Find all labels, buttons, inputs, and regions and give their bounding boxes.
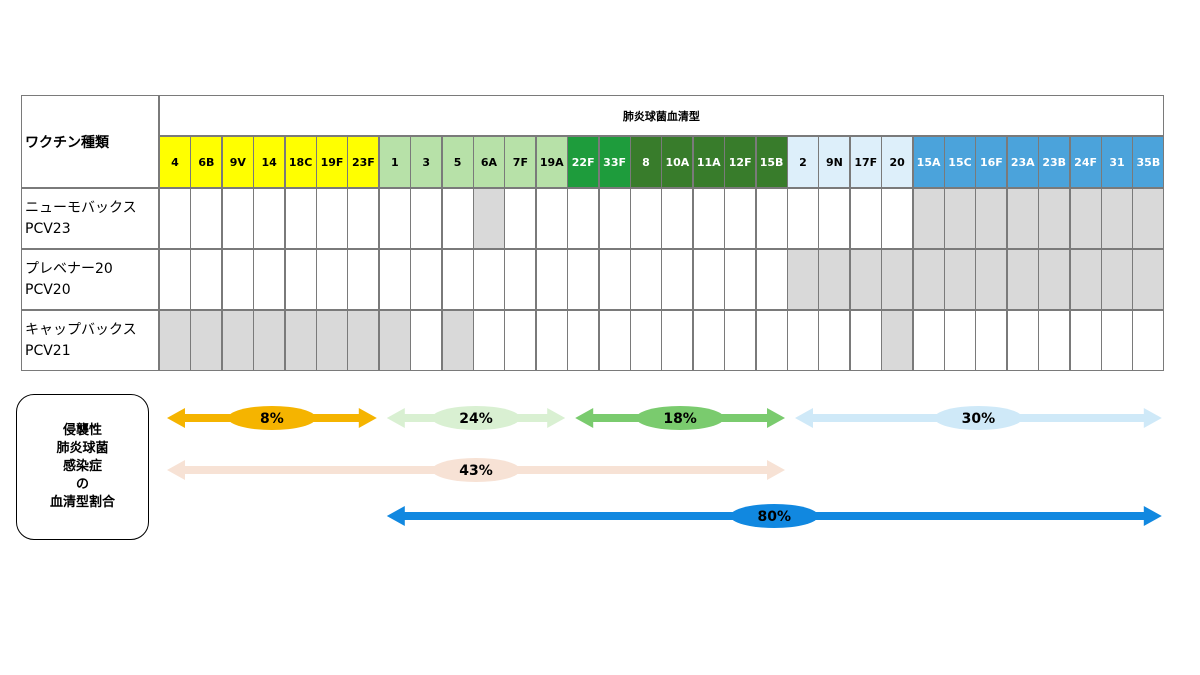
percent-label: 8%: [260, 411, 284, 427]
vaccine-row-label: キャップバックス PCV21: [21, 310, 159, 371]
coverage-arrow: 30%: [795, 406, 1162, 430]
vaccine-code: PCV23: [25, 220, 71, 237]
serotype-header-1: 1: [378, 136, 411, 188]
serotype-header-11a: 11A: [692, 136, 725, 188]
percent-badge: [432, 458, 520, 482]
non-covered-cell: [1038, 249, 1071, 310]
percent-badge: [432, 406, 520, 430]
non-covered-cell: [849, 249, 882, 310]
serotype-header-17f: 17F: [849, 136, 882, 188]
non-covered-cell: [1101, 188, 1133, 249]
legend-line: 侵襲性: [62, 423, 102, 438]
non-covered-cell: [1132, 249, 1165, 310]
serotype-header-3: 3: [410, 136, 443, 188]
serotype-header-19a: 19A: [535, 136, 568, 188]
percent-label: 43%: [459, 463, 493, 479]
percent-label: 30%: [962, 411, 996, 427]
vaccine-name: プレベナー20: [25, 260, 113, 277]
vaccine-code: PCV20: [25, 281, 71, 298]
coverage-cell: [1132, 310, 1165, 371]
non-covered-cell: [881, 310, 914, 371]
legend-line: 肺炎球菌: [56, 441, 109, 456]
percent-badge: [730, 504, 819, 528]
legend-line: 血清型割合: [49, 495, 115, 510]
non-covered-cell: [1069, 188, 1102, 249]
vaccine-row-label: ニューモバックス PCV23: [21, 188, 159, 249]
vaccine-name: キャップバックス: [25, 321, 137, 338]
non-covered-cell: [190, 310, 223, 371]
vaccine-type-header: ワクチン種類: [21, 95, 159, 188]
serotype-header-10a: 10A: [661, 136, 694, 188]
non-covered-cell: [473, 188, 505, 249]
coverage-arrow: 8%: [167, 406, 377, 430]
serotype-header-6b: 6B: [190, 136, 223, 188]
legend-line: 感染症: [62, 459, 102, 474]
non-covered-cell: [316, 310, 348, 371]
serotype-header-18c: 18C: [284, 136, 317, 188]
coverage-arrow: 43%: [167, 458, 785, 482]
serotype-header-9n: 9N: [818, 136, 851, 188]
serotype-header-2: 2: [787, 136, 819, 188]
serotype-header-4: 4: [159, 136, 191, 188]
coverage-arrow: 80%: [386, 504, 1162, 528]
non-covered-cell: [944, 249, 976, 310]
vaccine-name: ニューモバックス: [25, 199, 137, 216]
serotype-header-19f: 19F: [316, 136, 348, 188]
serotype-header-23f: 23F: [347, 136, 380, 188]
percent-label: 80%: [758, 509, 792, 525]
non-covered-cell: [787, 249, 819, 310]
non-covered-cell: [284, 310, 317, 371]
percent-badge: [636, 406, 725, 430]
coverage-arrow: 24%: [386, 406, 566, 430]
percent-label: 24%: [459, 411, 493, 427]
vaccine-code: PCV21: [25, 342, 71, 359]
non-covered-cell: [253, 310, 286, 371]
serotype-header-5: 5: [441, 136, 474, 188]
serotype-header-23a: 23A: [1006, 136, 1039, 188]
non-covered-cell: [1132, 188, 1165, 249]
non-covered-cell: [378, 310, 411, 371]
serotype-header-23b: 23B: [1038, 136, 1071, 188]
non-covered-cell: [1006, 188, 1039, 249]
serotype-group-header: 肺炎球菌血清型: [159, 95, 1164, 136]
non-covered-cell: [221, 310, 254, 371]
non-covered-cell: [975, 249, 1008, 310]
serotype-header-22f: 22F: [567, 136, 600, 188]
legend-line: の: [75, 477, 89, 492]
coverage-arrow: 18%: [575, 406, 785, 430]
non-covered-cell: [818, 249, 851, 310]
serotype-header-16f: 16F: [975, 136, 1008, 188]
non-covered-cell: [912, 188, 945, 249]
percent-label: 18%: [663, 411, 697, 427]
percent-badge: [227, 406, 316, 430]
serotype-header-20: 20: [881, 136, 914, 188]
serotype-header-15a: 15A: [912, 136, 945, 188]
percent-badge: [934, 406, 1023, 430]
serotype-header-31: 31: [1101, 136, 1133, 188]
serotype-header-8: 8: [630, 136, 662, 188]
serotype-header-15b: 15B: [755, 136, 788, 188]
legend-box: 侵襲性肺炎球菌感染症の血清型割合: [16, 394, 149, 540]
serotype-header-35b: 35B: [1132, 136, 1165, 188]
non-covered-cell: [912, 249, 945, 310]
